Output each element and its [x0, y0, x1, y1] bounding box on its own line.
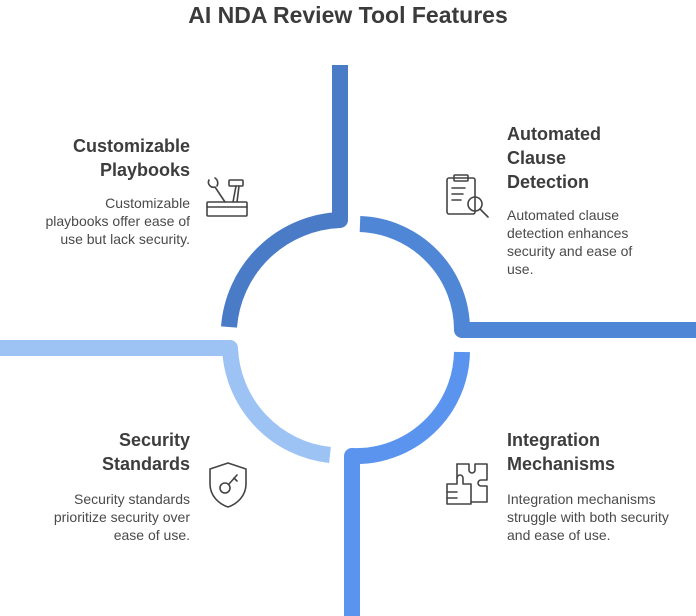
bottom-left-segment — [0, 340, 331, 463]
diagram-title: AI NDA Review Tool Features — [188, 2, 508, 28]
shield-key-icon — [209, 462, 247, 508]
bottom-right-segment — [344, 351, 470, 616]
security-standards-heading: Security Standards — [101, 430, 190, 474]
tools-icon — [206, 177, 248, 217]
top-left-segment — [221, 65, 348, 328]
puzzle-icon — [446, 463, 488, 505]
automated-clause-detection-description: Automated clause detection enhances secu… — [507, 207, 633, 277]
top-right-segment — [359, 216, 696, 338]
customizable-playbooks-heading: Customizable Playbooks — [72, 136, 190, 180]
customizable-playbooks-description: Customizable playbooks offer ease of use… — [45, 195, 190, 247]
clipboard-search-icon — [446, 174, 489, 218]
integration-mechanisms-description: Integration mechanisms struggle with bot… — [507, 491, 669, 543]
integration-mechanisms-heading: Integration Mechanisms — [507, 430, 616, 474]
security-standards-description: Security standards prioritize security o… — [53, 491, 190, 543]
automated-clause-detection-heading: Automated Clause Detection — [507, 124, 601, 192]
